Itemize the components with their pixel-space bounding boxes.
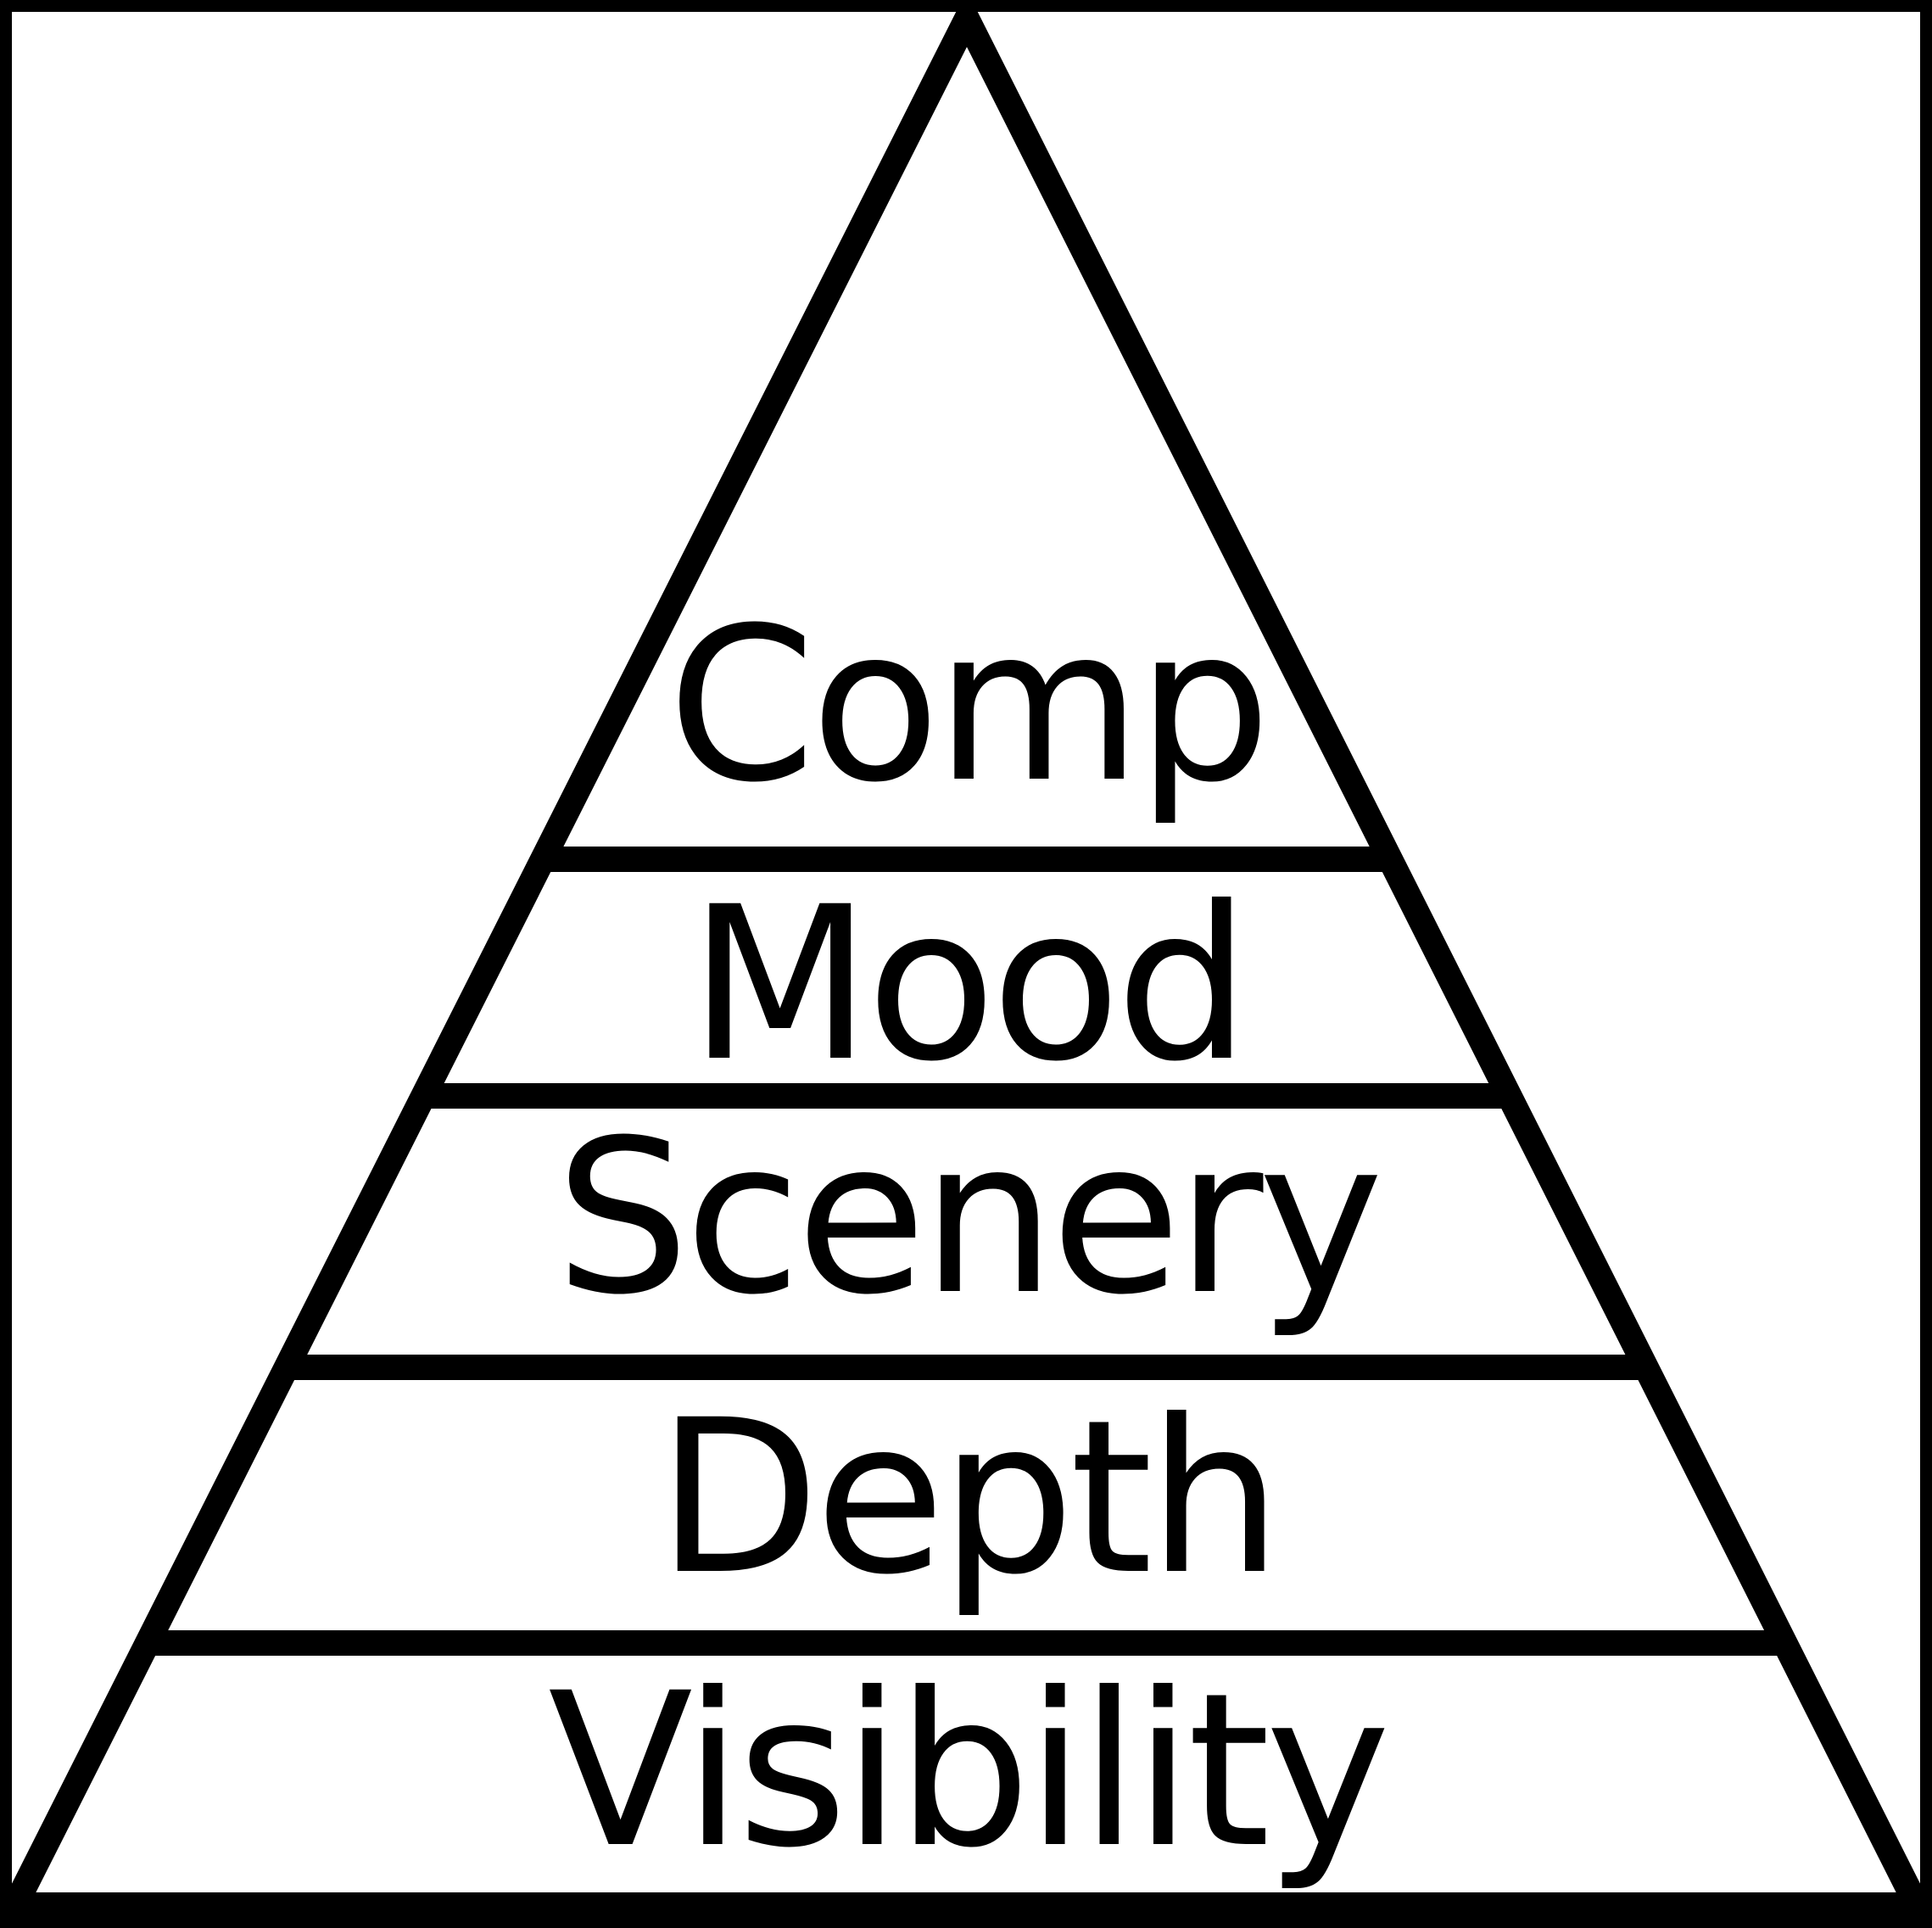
tier-label-visibility: Visibility bbox=[548, 1647, 1386, 1894]
tier-label-scenery: Scenery bbox=[556, 1094, 1379, 1341]
tier-label-depth: Depth bbox=[656, 1374, 1276, 1621]
tier-label-comp: Comp bbox=[667, 582, 1266, 829]
tier-label-mood: Mood bbox=[689, 861, 1245, 1108]
